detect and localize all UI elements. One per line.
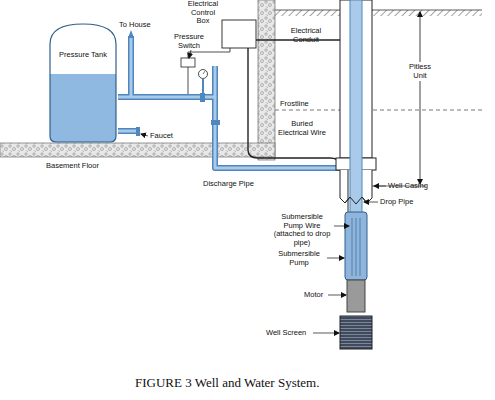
tank-shape <box>48 22 118 144</box>
part-label: Electrical Conduit <box>278 27 334 44</box>
part-label: Faucet <box>150 132 173 141</box>
part-label: Drop Pipe <box>380 198 413 207</box>
part-label: Frostline <box>280 100 309 109</box>
pressure-tank: Pressure Tank <box>48 22 118 144</box>
part-label: Submersible Pump <box>273 250 325 267</box>
part-label: Motor <box>304 291 323 300</box>
part-label: Buried Electrical Wire <box>277 120 327 137</box>
tank-label: Pressure Tank <box>58 22 108 60</box>
part-label: Pressure Switch <box>168 33 210 50</box>
part-label: Submersible Pump Wire (attached to drop … <box>272 213 332 247</box>
part-label: Well Casing <box>388 182 428 191</box>
figure-caption: FIGURE 3 Well and Water System. <box>135 375 319 391</box>
part-label: To House <box>119 21 151 30</box>
part-label: Well Screen <box>266 329 306 338</box>
part-label: Electrical Control Box <box>184 0 222 26</box>
part-label: Pitless Unit <box>404 62 436 81</box>
part-label: Basement Floor <box>46 162 99 171</box>
part-label: Discharge Pipe <box>203 180 254 189</box>
